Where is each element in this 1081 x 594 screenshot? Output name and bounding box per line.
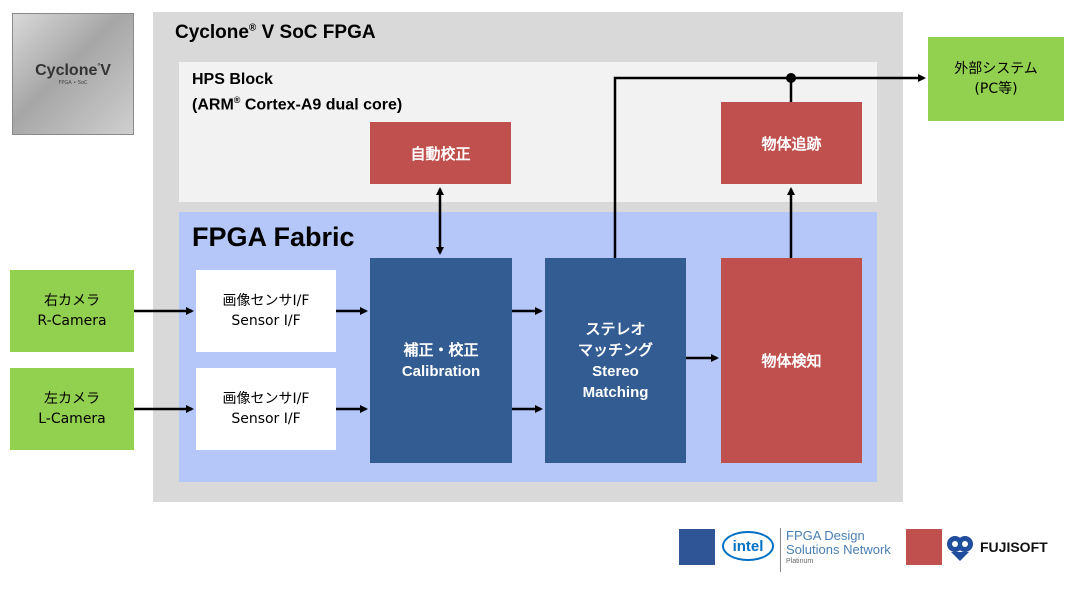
object-detection-block: 物体検知 [721,258,862,463]
hps-title: HPS Block (ARM® Cortex-A9 dual core) [192,71,403,114]
left-camera: 左カメラ L-Camera [10,368,134,450]
sensor-if-left: 画像センサI/F Sensor I/F [196,368,336,450]
fujisoft-logo-text: FUJISOFT [980,539,1048,555]
chip-brand: Cyclone°V [35,62,111,79]
calibration-block: 補正・校正 Calibration [370,258,512,463]
fujisoft-logo-icon [947,536,973,561]
partner-divider [780,528,781,572]
right-camera: 右カメラ R-Camera [10,270,134,352]
sensor-if-right: 画像センサI/F Sensor I/F [196,270,336,352]
junction-dot [786,73,796,83]
red-square-logo [906,529,942,565]
arrow-stereo-to-external [613,74,926,258]
fpga-fabric-title: FPGA Fabric [192,222,355,252]
cyclone-chip-image: Cyclone°V FPGA • SoC [12,13,134,135]
object-tracking-block: 物体追跡 [721,102,862,184]
chip-subtitle: FPGA • SoC [58,80,88,86]
external-system: 外部システム (PC等) [928,37,1064,121]
intel-logo: intel [722,531,774,561]
blue-square-logo [679,529,715,565]
auto-calibration-block: 自動校正 [370,122,511,184]
stereo-matching-block: ステレオ マッチング Stereo Matching [545,258,686,463]
soc-title: Cyclone® V SoC FPGA [175,22,376,43]
partner-text: FPGA Design Solutions Network Platinum [786,528,891,566]
